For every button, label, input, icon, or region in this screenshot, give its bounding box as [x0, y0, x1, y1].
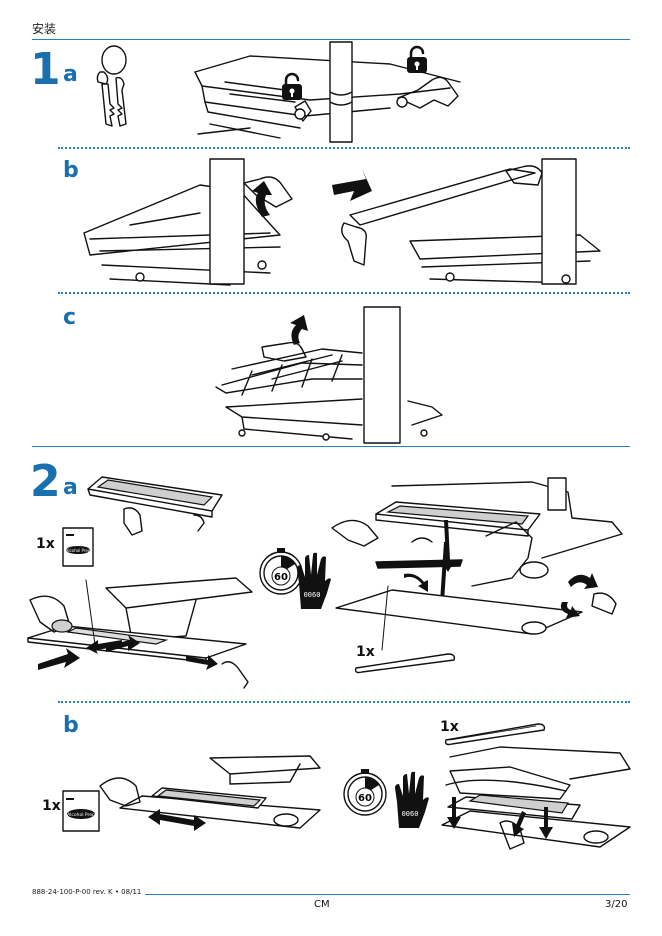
- timer-icon: 60: [343, 769, 387, 816]
- step-2b-letter: b: [63, 713, 79, 738]
- section-title: 安装: [32, 22, 57, 36]
- adhesive-strip-icon: [354, 653, 456, 674]
- header-rule: [32, 39, 630, 40]
- divider-1c: [58, 292, 630, 294]
- section-rule-2: [32, 446, 630, 447]
- basket-insert-illustration: [215, 306, 443, 444]
- qty-strip-label: 1x: [356, 644, 375, 660]
- divider-2b: [58, 701, 630, 703]
- step-1b-letter: b: [63, 158, 79, 183]
- glove-text-1: 0060: [304, 591, 321, 599]
- adhesive-strip-icon: [444, 723, 546, 746]
- footer-center-label: CM: [314, 899, 330, 910]
- keys-icon: [96, 45, 127, 127]
- glove-hand-icon: 0060: [395, 771, 429, 828]
- unlock-icon: [282, 72, 302, 100]
- step-1a-letter: a: [63, 62, 78, 87]
- timer-value-1: 60: [274, 572, 288, 583]
- keyboard-illustration: [87, 476, 223, 536]
- step-2-number: 2: [30, 456, 61, 507]
- qty-wipe-label: 1x: [42, 798, 61, 814]
- keyboard-attach-illustration: [441, 746, 631, 850]
- keyboard-tray-clean-illustration: [99, 755, 321, 831]
- page-number: 3/20: [605, 899, 628, 910]
- step-2a-letter: a: [63, 475, 78, 500]
- alcohol-wipe-icon: Alcohol Prep: [62, 790, 100, 832]
- footer-rule: [145, 894, 630, 895]
- qty-wipe-label: 1x: [36, 536, 55, 552]
- glove-text-2: 0060: [402, 810, 419, 818]
- handle-raise-illustration-right: [332, 158, 601, 285]
- step-1-number: 1: [30, 44, 61, 95]
- glove-hand-icon: 0060: [297, 552, 331, 609]
- alcohol-wipe-icon: Alcohol Prep: [62, 527, 94, 567]
- tray-clean-illustration: [27, 577, 253, 689]
- wipe-brand-text: Alcohol Prep: [66, 548, 91, 553]
- qty-strip-label: 1x: [440, 719, 459, 735]
- timer-value-2: 60: [358, 793, 372, 804]
- handle-raise-illustration-left: [83, 158, 293, 286]
- divider-1b: [58, 147, 630, 149]
- wipe-brand-text: Alcohol Prep: [67, 812, 95, 818]
- unlock-icon: [407, 45, 427, 73]
- step-1c-letter: c: [63, 305, 77, 330]
- tray-assembly-illustration: [331, 477, 623, 651]
- document-code: 888-24-100-P-00 rev. K • 08/11: [32, 888, 142, 896]
- cart-unlock-illustration: [194, 41, 461, 143]
